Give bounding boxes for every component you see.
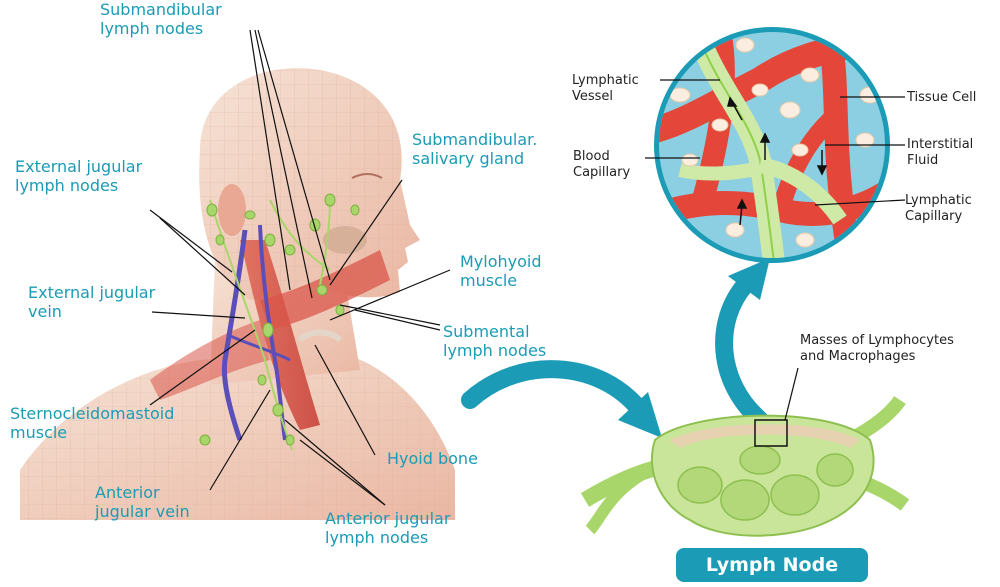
- label-interstitial-fluid: Interstitial Fluid: [907, 137, 974, 168]
- label-mylohyoid-muscle: Mylohyoid muscle: [460, 252, 542, 290]
- label-lymphatic-vessel: Lymphatic Vessel: [572, 73, 639, 104]
- label-external-jugular-vein: External jugular vein: [28, 283, 156, 321]
- label-masses-lymphocytes-macrophages: Masses of Lymphocytes and Macrophages: [800, 333, 954, 364]
- label-external-jugular-lymph-nodes: External jugular lymph nodes: [15, 157, 143, 195]
- label-submental-lymph-nodes: Submental lymph nodes: [443, 322, 547, 360]
- tissue-magnifier-circle: [654, 27, 890, 263]
- label-tissue-cell: Tissue Cell: [907, 90, 977, 105]
- detail-leader-lines: [645, 79, 906, 206]
- label-anterior-jugular-vein: Anterior jugular vein: [95, 483, 190, 521]
- label-hyoid-bone: Hyoid bone: [387, 449, 478, 468]
- label-submandibular-salivary-gland: Submandibular. salivary gland: [412, 130, 538, 168]
- label-blood-capillary: Blood Capillary: [573, 149, 631, 180]
- label-anterior-jugular-lymph-nodes: Anterior jugular lymph nodes: [325, 509, 451, 547]
- label-submandibular-lymph-nodes: Submandibular lymph nodes: [100, 0, 222, 38]
- label-lymphatic-capillary: Lymphatic Capillary: [905, 193, 972, 224]
- label-sternocleidomastoid-muscle: Sternocleidomastoid muscle: [10, 404, 175, 442]
- lymph-node-illustration: [580, 367, 910, 537]
- lymph-node-title: Lymph Node: [676, 548, 868, 582]
- curved-arrow-icon: [715, 258, 770, 429]
- curved-arrow-icon: [461, 360, 662, 438]
- head-leader-lines: [149, 29, 451, 506]
